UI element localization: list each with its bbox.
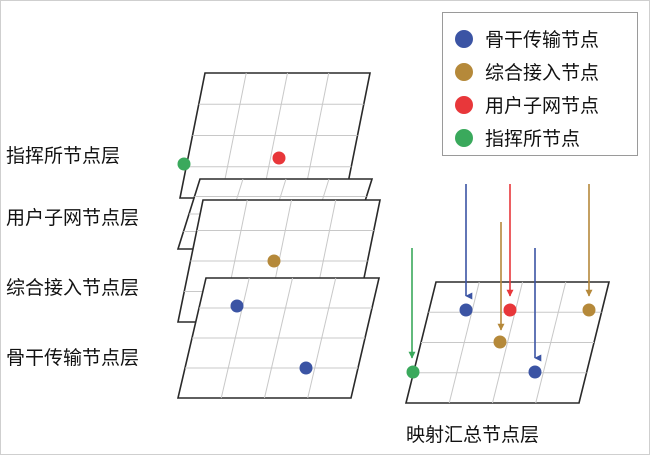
layer-label-command: 指挥所节点层 bbox=[6, 145, 121, 167]
merged-node-layer bbox=[404, 281, 611, 404]
backbone-node bbox=[459, 303, 473, 317]
backbone-node bbox=[230, 299, 244, 313]
layer-label-backbone: 骨干传输节点层 bbox=[6, 347, 140, 369]
layer-label-subnet: 用户子网节点层 bbox=[6, 207, 140, 229]
command-node bbox=[177, 157, 191, 171]
subnet-node bbox=[503, 303, 517, 317]
projection-arrows bbox=[408, 184, 593, 362]
legend-item-subnet: 用户子网节点 bbox=[455, 88, 637, 121]
access-node bbox=[493, 335, 507, 349]
legend-label: 骨干传输节点 bbox=[485, 29, 600, 51]
legend-item-backbone: 骨干传输节点 bbox=[455, 22, 637, 55]
legend-label: 用户子网节点 bbox=[485, 95, 600, 117]
legend-label: 指挥所节点 bbox=[485, 128, 581, 150]
access-node bbox=[582, 303, 596, 317]
legend-item-command: 指挥所节点 bbox=[455, 121, 637, 154]
command-node-layer bbox=[177, 72, 371, 199]
access-node bbox=[267, 254, 281, 268]
legend-item-access: 综合接入节点 bbox=[455, 55, 637, 88]
backbone-node bbox=[299, 361, 313, 375]
access-node-marker bbox=[455, 62, 473, 81]
command-node bbox=[406, 365, 420, 379]
merged-layer bbox=[404, 281, 611, 404]
grid-line bbox=[303, 72, 330, 199]
backbone-node bbox=[528, 365, 542, 379]
grid-line bbox=[535, 281, 567, 404]
stacked-layers bbox=[176, 72, 381, 399]
grid-line bbox=[307, 277, 337, 399]
layer-label-access: 综合接入节点层 bbox=[6, 277, 140, 299]
legend-label: 综合接入节点 bbox=[485, 62, 600, 84]
subnet-node bbox=[272, 151, 286, 165]
backbone-node-marker bbox=[455, 29, 473, 48]
legend: 骨干传输节点 综合接入节点 用户子网节点 指挥所节点 bbox=[442, 12, 638, 156]
merged-layer-caption: 映射汇总节点层 bbox=[406, 424, 540, 446]
subnet-node-marker bbox=[455, 95, 473, 114]
command-node-marker bbox=[455, 128, 473, 147]
backbone-node-layer bbox=[176, 277, 381, 399]
